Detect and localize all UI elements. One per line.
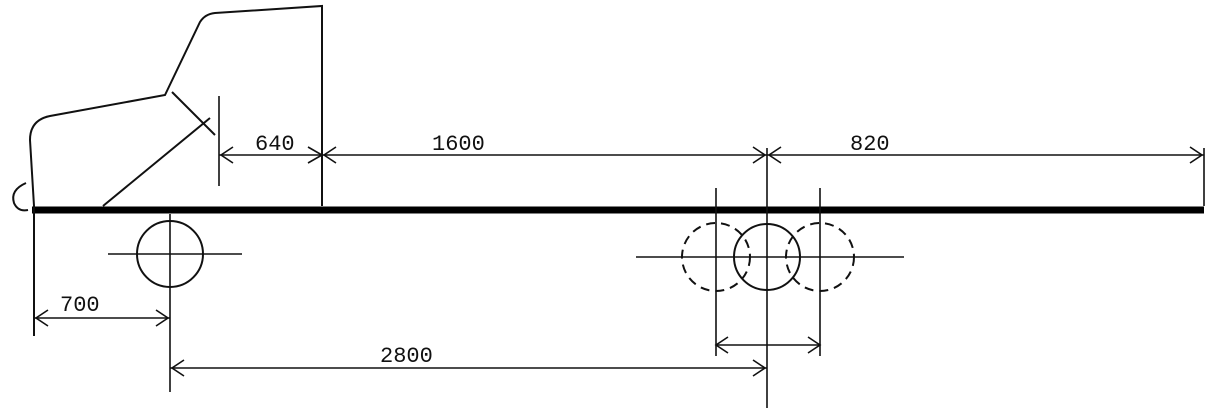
dimension-label-2800: 2800 (380, 344, 433, 369)
truck-cab (12, 4, 323, 212)
arrow-spread-right (807, 336, 822, 354)
headlight-icon (12, 182, 29, 212)
arrow-640-right (307, 146, 324, 164)
dimension-label-640: 640 (255, 132, 295, 157)
arrow-640-left (219, 146, 234, 164)
arrow-2800-right (752, 359, 767, 377)
dimension-label-1600: 1600 (432, 132, 485, 157)
arrow-700-right (155, 309, 170, 327)
arrow-700-left (34, 309, 49, 327)
arrow-820-left (767, 146, 782, 164)
cab-window-line (171, 91, 216, 136)
cab-brace-line (102, 117, 211, 207)
dimension-label-700: 700 (60, 293, 100, 318)
cab-outline (28, 4, 323, 207)
arrow-1600-left (322, 146, 337, 164)
arrow-spread-left (714, 336, 729, 354)
arrow-1600-right (752, 146, 767, 164)
front-wheel (108, 214, 242, 392)
arrow-2800-left (170, 359, 185, 377)
arrow-820-right (1189, 146, 1204, 164)
rear-wheel-group (636, 148, 904, 408)
dimension-label-820: 820 (850, 132, 890, 157)
